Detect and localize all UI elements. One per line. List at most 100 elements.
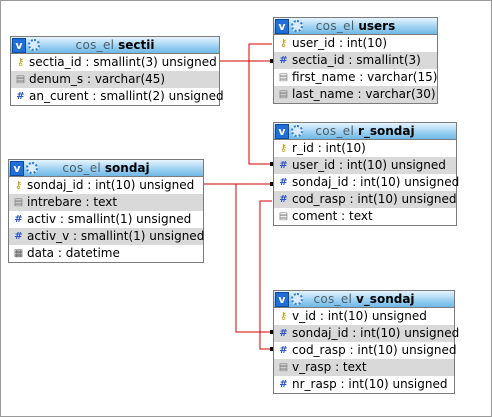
column-row[interactable]: ▤coment : text: [274, 208, 456, 225]
table-header[interactable]: v cos_el sondaj: [9, 160, 203, 177]
column-row[interactable]: ⚷ v_id : int(10) unsigned: [274, 308, 454, 325]
database-name: cos_el: [62, 161, 102, 175]
column-row[interactable]: # user_id : int(10) unsigned: [274, 157, 456, 174]
key-icon: ⚷: [279, 311, 288, 322]
toggle-columns-icon[interactable]: v: [12, 38, 26, 53]
gear-icon[interactable]: [28, 39, 40, 51]
column-row[interactable]: ⚷ sectia_id : smallint(3) unsigned: [11, 54, 219, 71]
table-header[interactable]: v cos_el users: [274, 18, 437, 35]
column-label: sondaj_id : int(10) unsigned: [292, 175, 460, 189]
column-row[interactable]: # sondaj_id : int(10) unsigned: [274, 174, 460, 191]
table-sondaj[interactable]: v cos_el sondaj ⚷sondaj_id : int(10) uns…: [8, 159, 204, 263]
numeric-field-icon: #: [279, 328, 288, 339]
table-name: r_sondaj: [357, 124, 415, 138]
database-name: cos_el: [75, 38, 115, 52]
date-field-icon: ▦: [13, 248, 24, 259]
column-row[interactable]: ⚷sondaj_id : int(10) unsigned: [9, 177, 203, 194]
database-name: cos_el: [315, 124, 355, 138]
numeric-field-icon: #: [279, 160, 288, 171]
column-label: coment : text: [292, 209, 373, 223]
toggle-columns-icon[interactable]: v: [275, 292, 289, 307]
table-r-sondaj[interactable]: v cos_el r_sondaj ⚷ r_id : int(10) # user_…: [273, 122, 460, 226]
table-sectii[interactable]: v cos_el sectii ⚷ sectia_id : smallint(3)…: [10, 36, 224, 106]
column-label: v_rasp : text: [292, 360, 367, 374]
column-label: v_id : int(10) unsigned: [292, 309, 427, 323]
column-row[interactable]: # sondaj_id : int(10) unsigned: [274, 325, 459, 342]
key-icon: ⚷: [279, 143, 288, 154]
toggle-columns-icon[interactable]: v: [275, 19, 289, 34]
numeric-field-icon: #: [16, 91, 25, 102]
text-field-icon: ▤: [278, 211, 289, 222]
relation-anchor: [270, 347, 274, 351]
column-row[interactable]: # an_curent : smallint(2) unsigned: [11, 88, 223, 105]
relation-anchor: [270, 330, 274, 334]
column-label: last_name : varchar(30): [292, 87, 436, 101]
column-row[interactable]: #cod_rasp : int(10) unsigned: [274, 191, 457, 208]
table-name: sondaj: [104, 161, 150, 175]
column-label: sondaj_id : int(10) unsigned: [27, 178, 195, 192]
table-name: v_sondaj: [355, 292, 415, 306]
relation-anchor: [270, 59, 274, 63]
table-users[interactable]: v cos_el users ⚷ user_id : int(10) # secti…: [273, 17, 438, 104]
toggle-columns-icon[interactable]: v: [275, 124, 289, 139]
column-label: r_id : int(10): [292, 141, 366, 155]
gear-icon[interactable]: [291, 125, 303, 137]
numeric-field-icon: #: [279, 379, 288, 390]
column-label: nr_rasp : int(10) unsigned: [292, 377, 448, 391]
column-row[interactable]: ⚷ user_id : int(10): [274, 35, 437, 52]
column-row[interactable]: ▤intrebare : text: [9, 194, 203, 211]
column-label: user_id : int(10): [292, 36, 388, 50]
database-name: cos_el: [313, 292, 353, 306]
column-label: cod_rasp : int(10) unsigned: [292, 343, 457, 357]
column-label: an_curent : smallint(2) unsigned: [29, 89, 224, 103]
table-name: sectii: [118, 38, 155, 52]
column-label: sondaj_id : int(10) unsigned: [292, 326, 460, 340]
column-label: activ : smallint(1) unsigned: [27, 212, 192, 226]
column-row[interactable]: ▤first_name : varchar(15): [274, 69, 438, 86]
numeric-field-icon: #: [279, 345, 288, 356]
relation-anchor: [270, 162, 274, 166]
column-label: activ_v : smallint(1) unsigned: [27, 229, 205, 243]
column-row[interactable]: ▤denum_s : varchar(45): [11, 71, 219, 88]
column-row[interactable]: #activ_v : smallint(1) unsigned: [9, 228, 205, 245]
column-row[interactable]: ▦data : datetime: [9, 245, 203, 262]
column-row[interactable]: # sectia_id : smallint(3): [274, 52, 437, 69]
column-label: user_id : int(10) unsigned: [292, 158, 446, 172]
key-icon: ⚷: [16, 57, 25, 68]
relation-anchor: [270, 182, 274, 186]
numeric-field-icon: #: [279, 177, 288, 188]
table-header[interactable]: v cos_el r_sondaj: [274, 123, 456, 140]
column-label: intrebare : text: [27, 195, 118, 209]
gear-icon[interactable]: [26, 162, 38, 174]
column-row[interactable]: ▤last_name : varchar(30): [274, 86, 437, 103]
table-header[interactable]: v cos_el sectii: [11, 37, 219, 54]
numeric-field-icon: #: [279, 194, 288, 205]
database-name: cos_el: [315, 19, 355, 33]
column-row[interactable]: ▤v_rasp : text: [274, 359, 454, 376]
gear-icon[interactable]: [291, 20, 303, 32]
numeric-field-icon: #: [14, 214, 23, 225]
gear-icon[interactable]: [291, 293, 303, 305]
text-field-icon: ▤: [13, 197, 24, 208]
relation-line-r-sondaj-v-sondaj: [259, 200, 272, 350]
table-header[interactable]: v cos_el v_sondaj: [274, 291, 454, 308]
column-label: first_name : varchar(15): [292, 70, 438, 84]
toggle-columns-icon[interactable]: v: [10, 161, 24, 176]
column-label: sectia_id : smallint(3) unsigned: [29, 55, 217, 69]
column-row[interactable]: # nr_rasp : int(10) unsigned: [274, 376, 454, 393]
column-row[interactable]: # cod_rasp : int(10) unsigned: [274, 342, 457, 359]
relation-line-sondaj-v-sondaj: [203, 183, 272, 333]
column-label: denum_s : varchar(45): [29, 72, 166, 86]
column-label: sectia_id : smallint(3): [292, 53, 421, 67]
key-icon: ⚷: [279, 38, 288, 49]
text-field-icon: ▤: [15, 74, 26, 85]
relation-line-users-r-sondaj: [248, 43, 272, 165]
text-field-icon: ▤: [278, 362, 289, 373]
column-row[interactable]: # activ : smallint(1) unsigned: [9, 211, 203, 228]
numeric-field-icon: #: [279, 55, 288, 66]
table-v-sondaj[interactable]: v cos_el v_sondaj ⚷ v_id : int(10) unsign…: [273, 290, 459, 394]
column-label: data : datetime: [27, 246, 120, 260]
text-field-icon: ▤: [278, 72, 289, 83]
column-row[interactable]: ⚷ r_id : int(10): [274, 140, 456, 157]
